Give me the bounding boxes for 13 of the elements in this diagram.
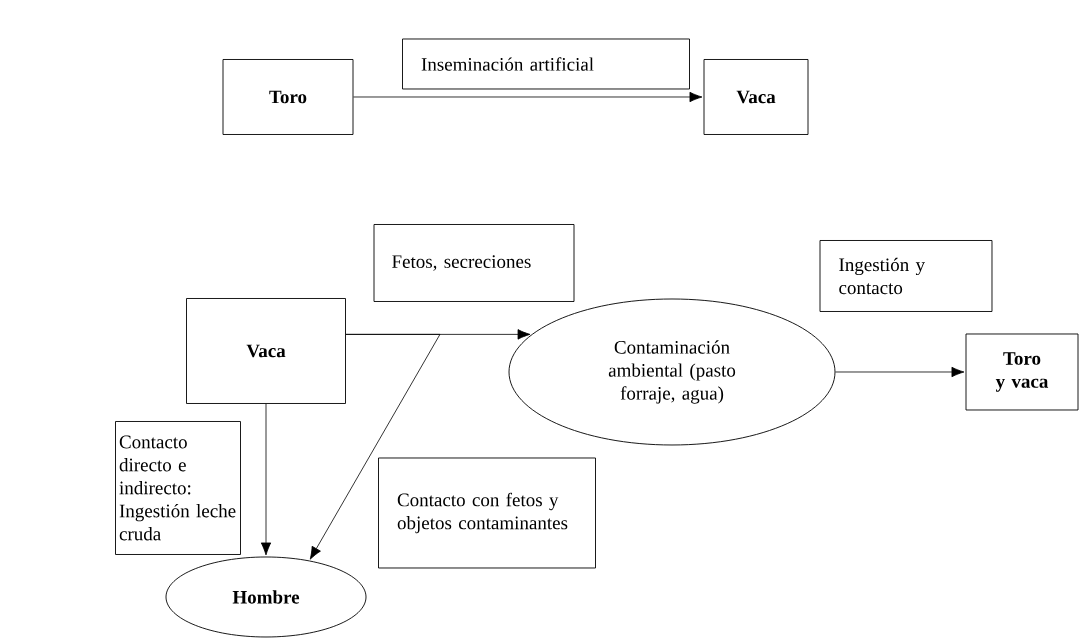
process-box: Vaca	[703, 59, 809, 135]
process-box: Toro	[222, 59, 354, 135]
label-box: Fetos, secreciones	[373, 224, 575, 302]
arrow	[835, 366, 965, 378]
arrow	[260, 403, 272, 556]
process-box: Toro y vaca	[965, 333, 1079, 411]
label-box: Ingestión y contacto	[819, 240, 993, 312]
arrow	[309, 334, 441, 560]
label-box: Inseminación artificial	[402, 38, 690, 90]
label-box: Contacto con fetos y objetos contaminantes	[378, 457, 596, 569]
process-box: Vaca	[186, 298, 346, 404]
label-box: Contacto directo e indirecto: Ingestión leche cruda	[115, 421, 241, 555]
arrow	[353, 91, 703, 103]
